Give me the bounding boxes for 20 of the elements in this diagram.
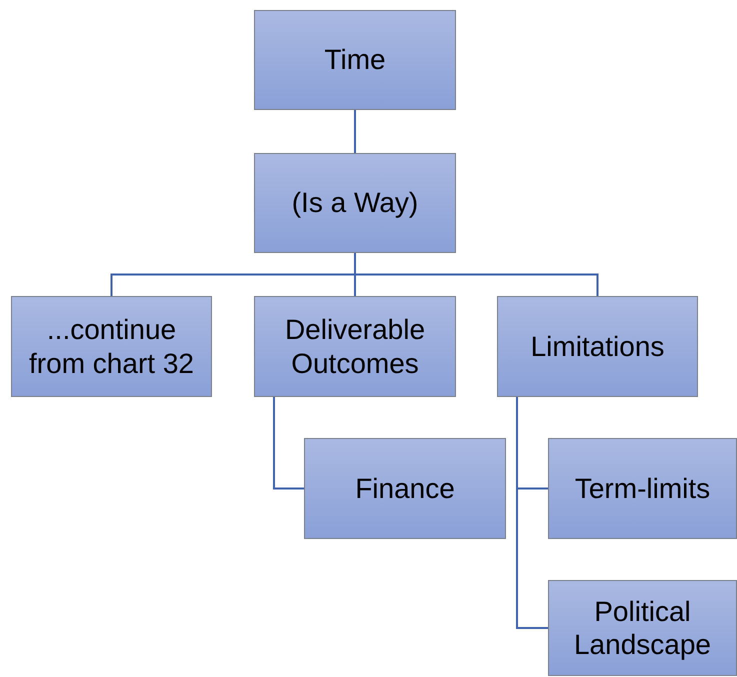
- connector-line: [354, 110, 356, 153]
- box-label: Deliverable Outcomes: [284, 313, 426, 380]
- connector-line: [516, 397, 548, 629]
- box-label: Finance: [355, 472, 455, 506]
- box-label: Term-limits: [574, 472, 710, 506]
- connector-line: [354, 253, 598, 296]
- box-label: (Is a Way): [292, 186, 418, 220]
- org-chart-box: [548, 580, 737, 676]
- org-chart-box: [254, 296, 456, 397]
- org-chart-box: [304, 438, 506, 539]
- box-label: Time: [324, 43, 386, 77]
- org-chart-box: [254, 10, 456, 110]
- box-label: Political Landscape: [572, 594, 712, 662]
- connector-line: [273, 397, 304, 490]
- org-chart-box: [11, 296, 212, 397]
- box-label: Limitations: [530, 330, 664, 364]
- org-chart-box: [254, 153, 456, 253]
- org-chart-box: [497, 296, 698, 397]
- box-label: ...continue from chart 32: [28, 313, 195, 380]
- org-chart-box: [548, 438, 737, 539]
